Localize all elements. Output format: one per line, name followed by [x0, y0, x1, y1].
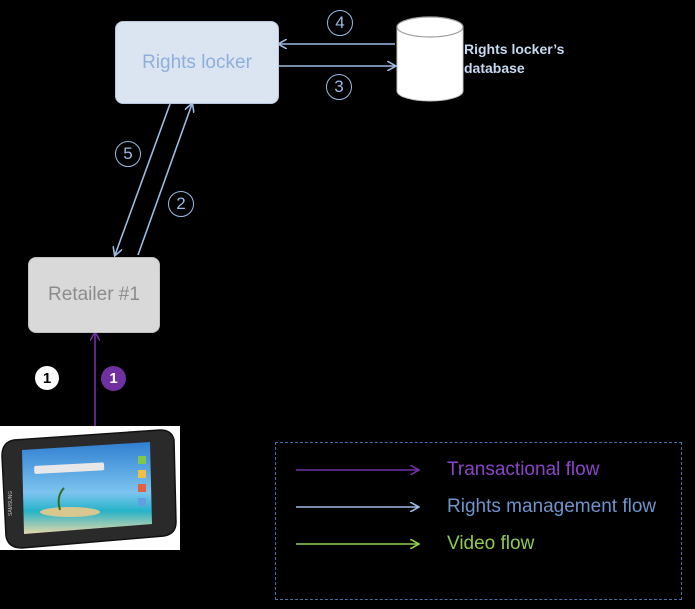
- step-3-badge: 3: [326, 74, 352, 100]
- svg-text:SAMSUNG: SAMSUNG: [8, 491, 14, 516]
- tablet-device-icon: SAMSUNG: [0, 426, 180, 550]
- arrow-step-5: [115, 103, 171, 255]
- legend-label-rights: Rights management flow: [447, 496, 657, 517]
- rights-locker-box: Rights locker: [115, 21, 279, 104]
- step-4-badge: 4: [327, 10, 353, 36]
- database-label-line-2: database: [464, 60, 525, 76]
- step-2-badge: 2: [168, 191, 194, 217]
- step-5-badge: 5: [115, 141, 141, 167]
- step-1-badge-white: 1: [35, 366, 59, 390]
- database-cylinder-icon: [396, 16, 464, 102]
- legend-box: [275, 442, 682, 600]
- rights-locker-label: Rights locker: [142, 51, 252, 73]
- retailer-label: Retailer #1: [48, 284, 140, 305]
- step-1-badge-purple: 1: [101, 366, 126, 391]
- arrow-step-2: [137, 104, 192, 256]
- database-label: Rights locker’s database: [464, 40, 564, 78]
- legend-label-transactional: Transactional flow: [447, 459, 600, 480]
- retailer-box: Retailer #1: [28, 257, 160, 333]
- legend-label-video: Video flow: [447, 533, 535, 554]
- database-label-line-1: Rights locker’s: [464, 41, 565, 57]
